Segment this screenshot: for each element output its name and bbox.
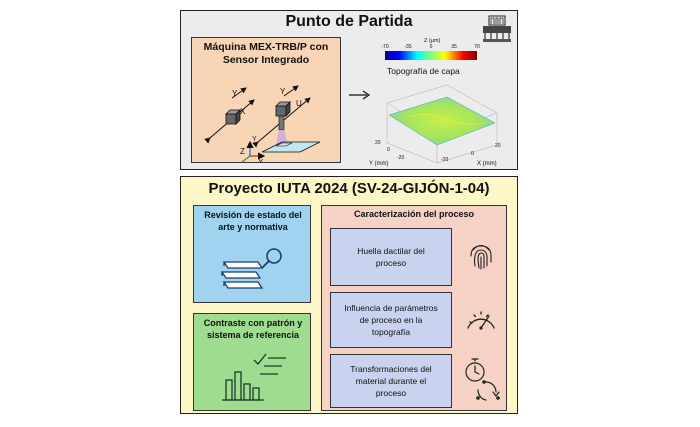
flow-arrow-icon (349, 90, 371, 100)
label-x1: X (240, 107, 246, 116)
colorbar-tick: -70 (381, 44, 388, 50)
transformaciones-line1: Transformaciones del (350, 364, 432, 374)
colorbar (385, 51, 477, 60)
contraste-line2: sistema de referencia (206, 330, 300, 340)
caracterizacion-title: Caracterización del proceso (353, 209, 475, 219)
x-tick: 0 (471, 151, 474, 157)
x-tick: 20 (495, 143, 501, 149)
huella-line1: Huella dactilar del (357, 246, 425, 256)
fingerprint-icon (470, 244, 492, 270)
punto-de-partida-panel: Punto de Partida Máquina MEX-TRB/P con S… (180, 10, 518, 170)
label-y1: Y (232, 89, 238, 98)
colorbar-tick: -35 (404, 44, 411, 50)
x-tick: -20 (441, 157, 448, 163)
transformaciones-line2: material durante el (355, 376, 427, 386)
influencia-line3: topografía (371, 327, 411, 337)
huella-box: Huella dactilar del proceso (330, 228, 452, 286)
y-axis-arrow-1 (231, 87, 247, 99)
machine-schematic: Y X Y U Z Y X (204, 85, 321, 162)
huella-line2: proceso (375, 258, 407, 268)
cube-2 (275, 101, 291, 117)
y-tick: 0 (387, 147, 390, 153)
influencia-line1: Influencia de parámetros (344, 303, 438, 313)
y-axis-label: Y (mm) (369, 161, 389, 167)
machine-title-line2: Sensor Integrado (222, 54, 310, 66)
plot-caption: Topografía de capa (387, 66, 460, 76)
colorbar-tick: 35 (451, 44, 457, 50)
machine-box: Máquina MEX-TRB/P con Sensor Integrado (191, 37, 341, 163)
contraste-line1: Contraste con patrón y (203, 318, 303, 328)
revision-box: Revisión de estado del arte y normativa (193, 205, 311, 303)
university-logo-icon (483, 15, 511, 42)
label-y3: Y (252, 136, 257, 143)
gauge-icon (467, 311, 495, 330)
influencia-box: Influencia de parámetros de proceso en l… (330, 292, 452, 348)
contraste-label: Contraste con patrón y sistema de refere… (196, 317, 310, 341)
proyecto-panel: Proyecto IUTA 2024 (SV-24-GIJÓN-1-04) Re… (180, 176, 518, 414)
influencia-line2: de proceso en la (359, 315, 423, 325)
machine-title-line1: Máquina MEX-TRB/P con (203, 41, 329, 53)
machine-title: Máquina MEX-TRB/P con Sensor Integrado (192, 41, 340, 67)
books-magnifier-icon (220, 248, 282, 289)
label-z: Z (240, 147, 245, 156)
label-y2: Y (280, 87, 286, 96)
topography-surface (388, 96, 496, 146)
y-tick: 20 (375, 140, 381, 146)
label-x3: X (258, 158, 264, 162)
bar-chart-checklist-icon (222, 353, 286, 401)
colorbar-label: Z (µm) (424, 38, 440, 44)
colorbar-tick: 0 (430, 44, 433, 50)
contraste-box: Contraste con patrón y sistema de refere… (193, 313, 311, 411)
y-axis-arrow-2 (283, 85, 299, 97)
colorbar-tick: 70 (474, 44, 480, 50)
project-title: Proyecto IUTA 2024 (SV-24-GIJÓN-1-04) (208, 180, 490, 197)
topography-plot: Z (µm) -70 -35 0 35 70 Topografía de cap… (369, 38, 501, 167)
transformaciones-box: Transformaciones del material durante el… (330, 354, 452, 408)
revision-line2: arte y normativa (218, 222, 288, 232)
caracterizacion-box: Caracterización del proceso Huella dacti… (321, 205, 507, 411)
x-axis-label: X (mm) (477, 161, 497, 167)
revision-line1: Revisión de estado del (204, 210, 302, 220)
label-u: U (296, 99, 302, 108)
revision-label: Revisión de estado del arte y normativa (196, 209, 310, 233)
transformaciones-line3: proceso (375, 388, 407, 398)
panel-title: Punto de Partida (285, 13, 413, 30)
cube-1 (225, 109, 241, 125)
y-tick: -20 (397, 155, 404, 161)
stopwatch-cycle-icon (465, 358, 500, 401)
